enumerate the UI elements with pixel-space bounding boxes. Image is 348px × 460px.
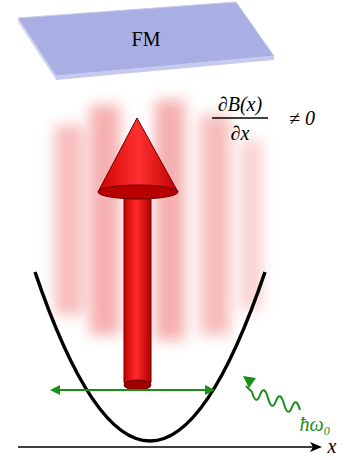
field-gradient-numerator: ∂B(x) <box>218 94 262 114</box>
ferromagnet-plate: FM <box>8 0 283 82</box>
fraction-bar <box>212 117 268 118</box>
x-axis <box>18 442 322 452</box>
plate-label: FM <box>132 28 161 51</box>
inequality: ≠ 0 <box>289 108 315 128</box>
axis-label: x <box>328 436 337 456</box>
blurred-spin <box>55 100 262 340</box>
photon-energy: ħω₀ <box>299 414 330 434</box>
photon-wave <box>243 376 300 412</box>
oscillation-arrow <box>50 385 215 395</box>
spin-shaft <box>124 188 151 385</box>
field-gradient-denominator: ∂x <box>231 123 250 143</box>
plate-face <box>18 2 274 76</box>
spin-arrowhead <box>98 118 178 192</box>
